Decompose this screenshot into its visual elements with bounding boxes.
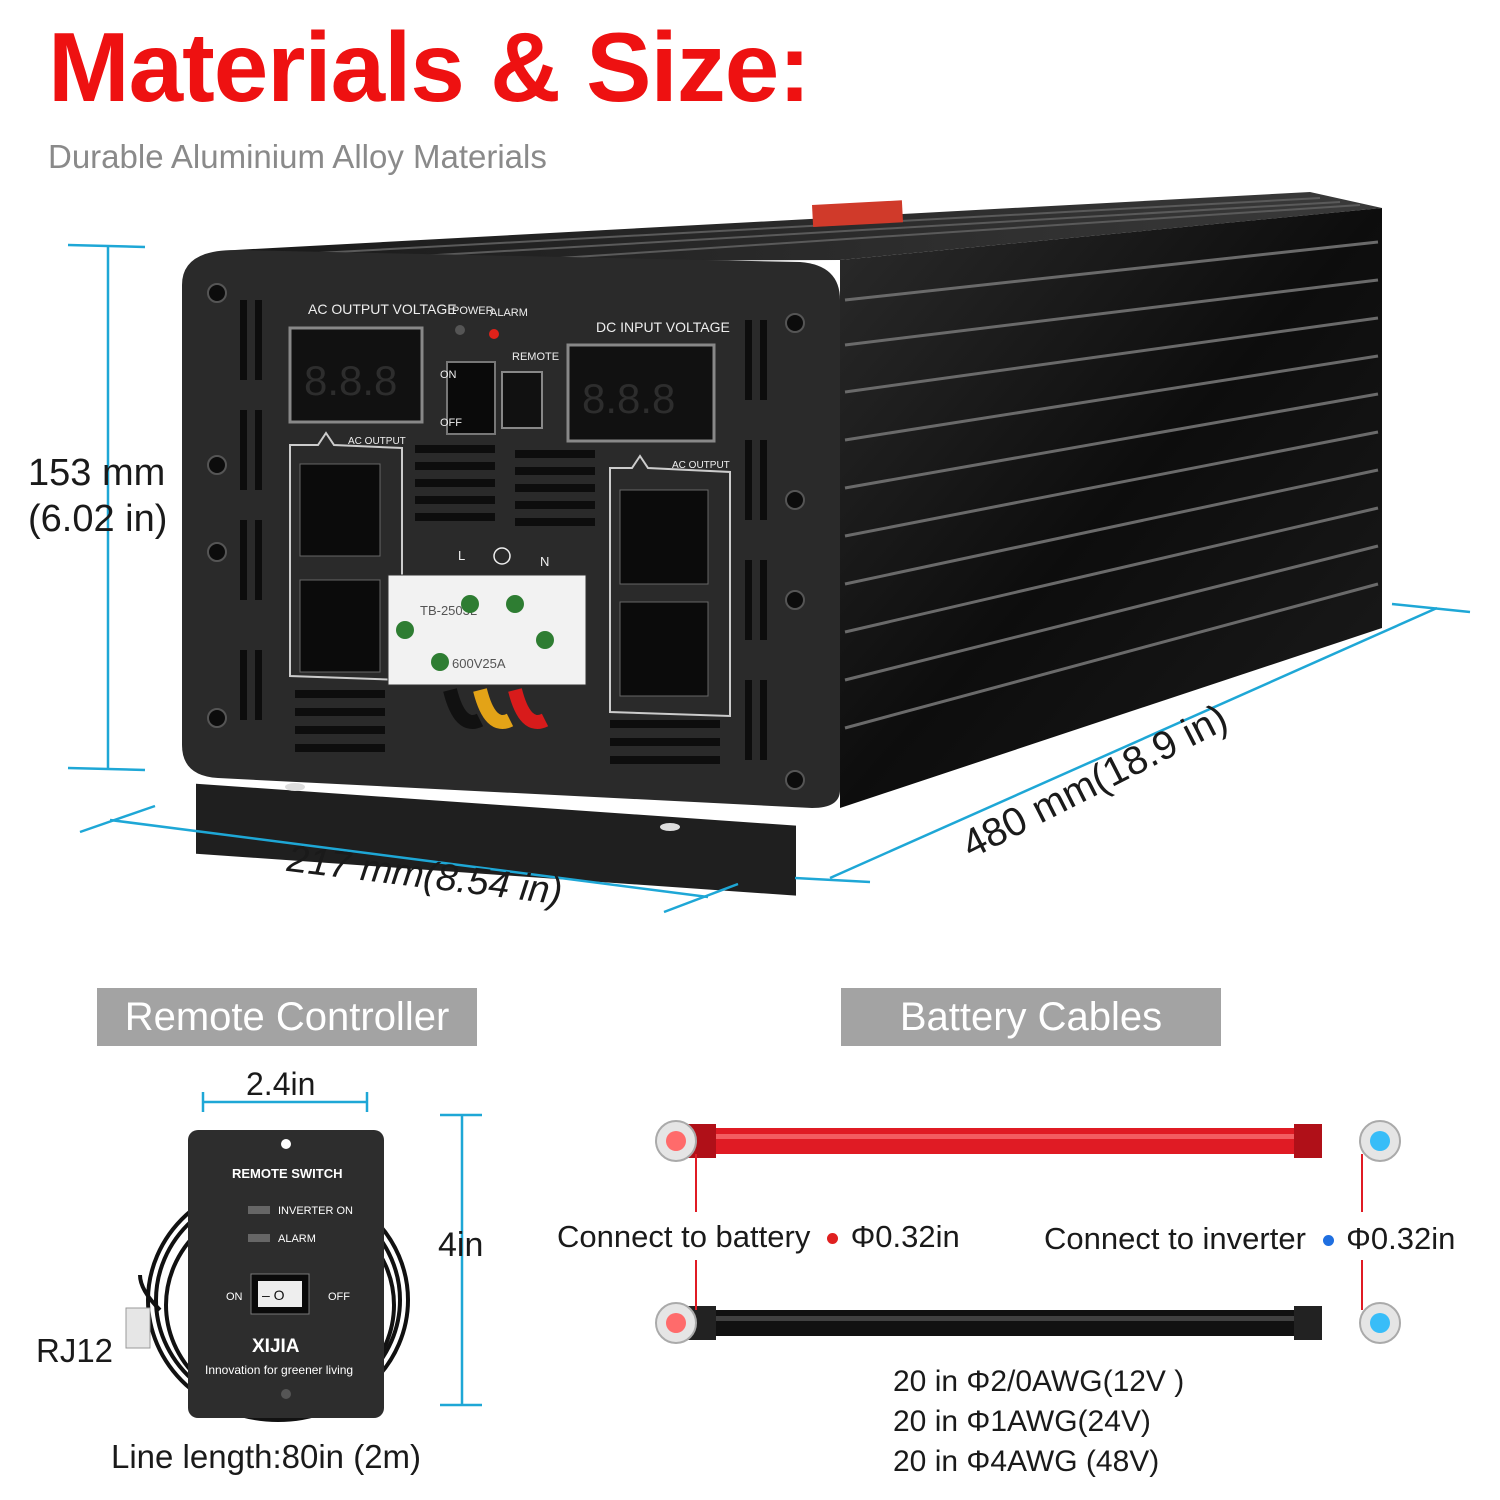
remote-port-hole: [281, 1389, 291, 1399]
remote-on-label: ON: [226, 1291, 243, 1303]
ring-terminal-hole-battery: [666, 1313, 686, 1333]
dc-display-digits: 8.8.8: [582, 375, 675, 422]
power-led: [455, 325, 465, 335]
screws: [207, 283, 805, 790]
red-cable-boot: [1294, 1124, 1322, 1158]
inverter-on-label: INVERTER ON: [278, 1205, 353, 1217]
vent-slots: [240, 300, 767, 764]
dc-voltage-display: [566, 343, 716, 443]
ac-voltage-label: AC OUTPUT VOLTAGE: [308, 301, 457, 317]
cable-spec-24v: 20 in Φ1AWG(24V): [893, 1405, 1151, 1438]
inverter-illustration: AC OUTPUT VOLTAGE 8.8.8 DC INPUT VOLTAGE…: [67, 192, 1471, 914]
dc-voltage-label: DC INPUT VOLTAGE: [596, 319, 730, 335]
brand-logo: XIJIA: [252, 1336, 300, 1357]
ac-outlet[interactable]: [619, 489, 709, 585]
terminal-l-label: L: [458, 548, 465, 563]
leader-lines: [695, 1154, 1363, 1310]
terminal-rating: 600V25A: [452, 656, 506, 671]
black-cable-boot: [1294, 1306, 1322, 1340]
wire-black: [443, 688, 484, 729]
switch-on-label: ON: [440, 369, 457, 381]
power-led-label: POWER: [452, 305, 494, 317]
battery-dot-icon: [826, 1233, 838, 1244]
remote-off-label: OFF: [328, 1291, 350, 1303]
inverter-connection: Connect to inverter Φ0.32in: [1044, 1221, 1455, 1257]
wire-yellow: [473, 688, 514, 729]
black-cable: [700, 1310, 1305, 1336]
bracket-hole: [660, 823, 680, 831]
remote-switch-symbol: – O: [262, 1287, 285, 1303]
terminal-block[interactable]: [387, 574, 587, 686]
black-cable-highlight: [700, 1316, 1305, 1321]
mounting-hole: [281, 1139, 291, 1149]
remote-height-label: 4in: [438, 1226, 484, 1264]
alarm-indicator: [248, 1234, 270, 1242]
switch-off-label: OFF: [440, 417, 462, 429]
dimension-lines: [67, 243, 1471, 914]
ac-display-digits: 8.8.8: [304, 357, 397, 404]
mounting-bracket: [196, 783, 796, 896]
top-fins: [299, 197, 1361, 259]
alarm-label: ALARM: [278, 1233, 316, 1245]
ac-voltage-display: [288, 326, 424, 424]
inverter-terminal-size: Φ0.32in: [1346, 1221, 1456, 1256]
rj12-plug: [125, 1307, 151, 1349]
ac-output-frame-left: [289, 431, 403, 682]
cable-spec-48v: 20 in Φ4AWG (48V): [893, 1445, 1160, 1478]
bracket-hole: [285, 783, 305, 791]
line-length-label: Line length:80in (2m): [111, 1438, 422, 1475]
ring-terminal-hole-battery: [666, 1131, 686, 1151]
ac-outlet[interactable]: [299, 463, 381, 557]
side-fins: [844, 240, 1379, 730]
ac-output-frame-right: [609, 454, 731, 718]
inverter-on-indicator: [248, 1206, 270, 1214]
ring-terminal-hole-inverter: [1370, 1131, 1390, 1151]
remote-width-label: 2.4in: [246, 1066, 316, 1102]
ac-output-label-left: AC OUTPUT: [348, 436, 406, 447]
remote-port-label: REMOTE: [512, 351, 559, 363]
battery-terminal-size: Φ0.32in: [850, 1219, 960, 1254]
power-switch[interactable]: [446, 361, 496, 435]
remote-controller-heading: Remote Controller: [97, 988, 477, 1046]
connect-inverter-label: Connect to inverter: [1044, 1221, 1306, 1256]
ground-icon: [493, 547, 511, 565]
inverter-dot-icon: [1322, 1235, 1334, 1246]
top-label: [812, 200, 904, 227]
remote-switch-rocker: [258, 1281, 302, 1307]
wire-red: [508, 688, 549, 729]
page-title: Materials & Size:: [48, 12, 811, 122]
remote-controller-illustration: REMOTE SWITCH INVERTER ON ALARM – O ON O…: [125, 1092, 482, 1422]
terminal-screws: [396, 595, 554, 671]
cable-spec-12v: 20 in Φ2/0AWG(12V ): [893, 1365, 1185, 1398]
connect-battery-label: Connect to battery: [557, 1219, 811, 1254]
ac-output-label-right: AC OUTPUT: [672, 460, 730, 471]
ac-outlet[interactable]: [619, 601, 709, 697]
rj12-label: RJ12: [36, 1332, 114, 1369]
red-cable-highlight: [700, 1134, 1305, 1139]
brand-tagline: Innovation for greener living: [205, 1363, 353, 1377]
remote-dimension-lines: [201, 1092, 482, 1407]
height-dimension: 153 mm (6.02 in): [28, 450, 167, 542]
red-cable: [700, 1128, 1305, 1154]
alarm-led: [489, 329, 499, 339]
alarm-led-label: ALARM: [490, 307, 528, 319]
battery-cables-illustration: [655, 1120, 1401, 1344]
remote-header: REMOTE SWITCH: [232, 1166, 343, 1181]
height-in: (6.02 in): [28, 498, 168, 540]
cable-spec-list: 20 in Φ2/0AWG(12V ) 20 in Φ1AWG(24V) 20 …: [893, 1362, 1184, 1482]
height-mm: 153 mm: [28, 452, 166, 494]
ring-terminal-hole-inverter: [1370, 1313, 1390, 1333]
terminal-n-label: N: [540, 554, 549, 569]
remote-port[interactable]: [501, 371, 543, 429]
battery-cables-heading: Battery Cables: [841, 988, 1221, 1046]
battery-connection: Connect to battery Φ0.32in: [557, 1219, 960, 1255]
page-subtitle: Durable Aluminium Alloy Materials: [48, 138, 547, 175]
inverter-side: [840, 208, 1382, 808]
ac-outlet[interactable]: [299, 579, 381, 673]
